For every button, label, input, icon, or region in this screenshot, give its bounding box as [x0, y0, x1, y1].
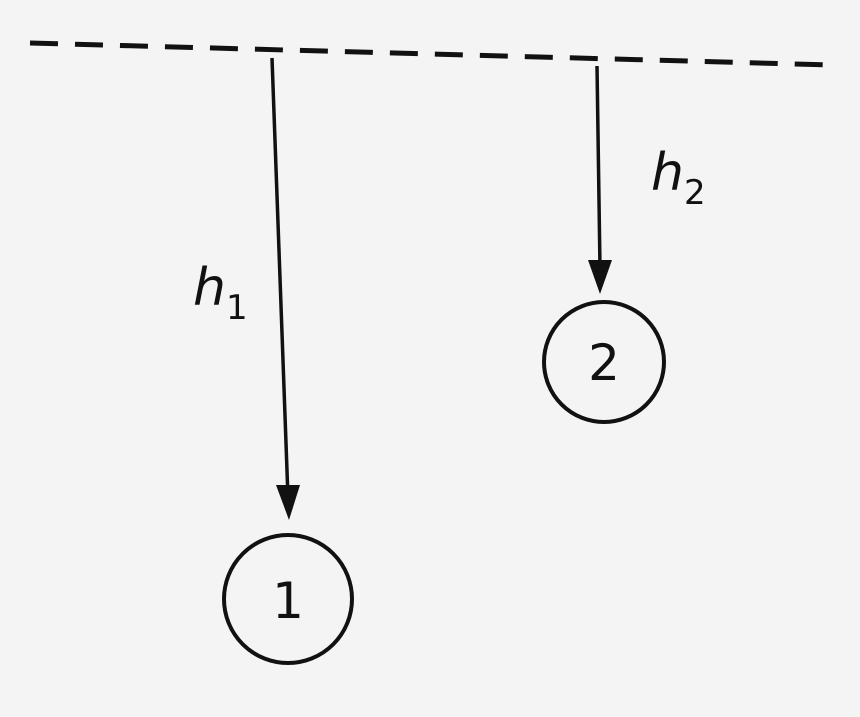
h1-arrow-shaft — [270, 57, 290, 499]
h2-arrow-head — [588, 260, 612, 294]
reference-line — [29, 40, 833, 68]
h1-label: h1 — [193, 258, 248, 328]
h1-arrow-head — [276, 485, 300, 520]
object-1-circle — [222, 533, 354, 665]
object-1-label: 1 — [272, 572, 304, 630]
h1-label-subscript: 1 — [226, 288, 248, 328]
h2-label-subscript: 2 — [684, 173, 706, 213]
h2-label: h2 — [651, 143, 706, 213]
h1-label-symbol: h — [193, 258, 226, 318]
h2-arrow-shaft — [595, 65, 602, 269]
object-2-label: 2 — [588, 334, 620, 392]
object-2-circle — [542, 300, 666, 424]
h2-label-symbol: h — [651, 143, 684, 203]
